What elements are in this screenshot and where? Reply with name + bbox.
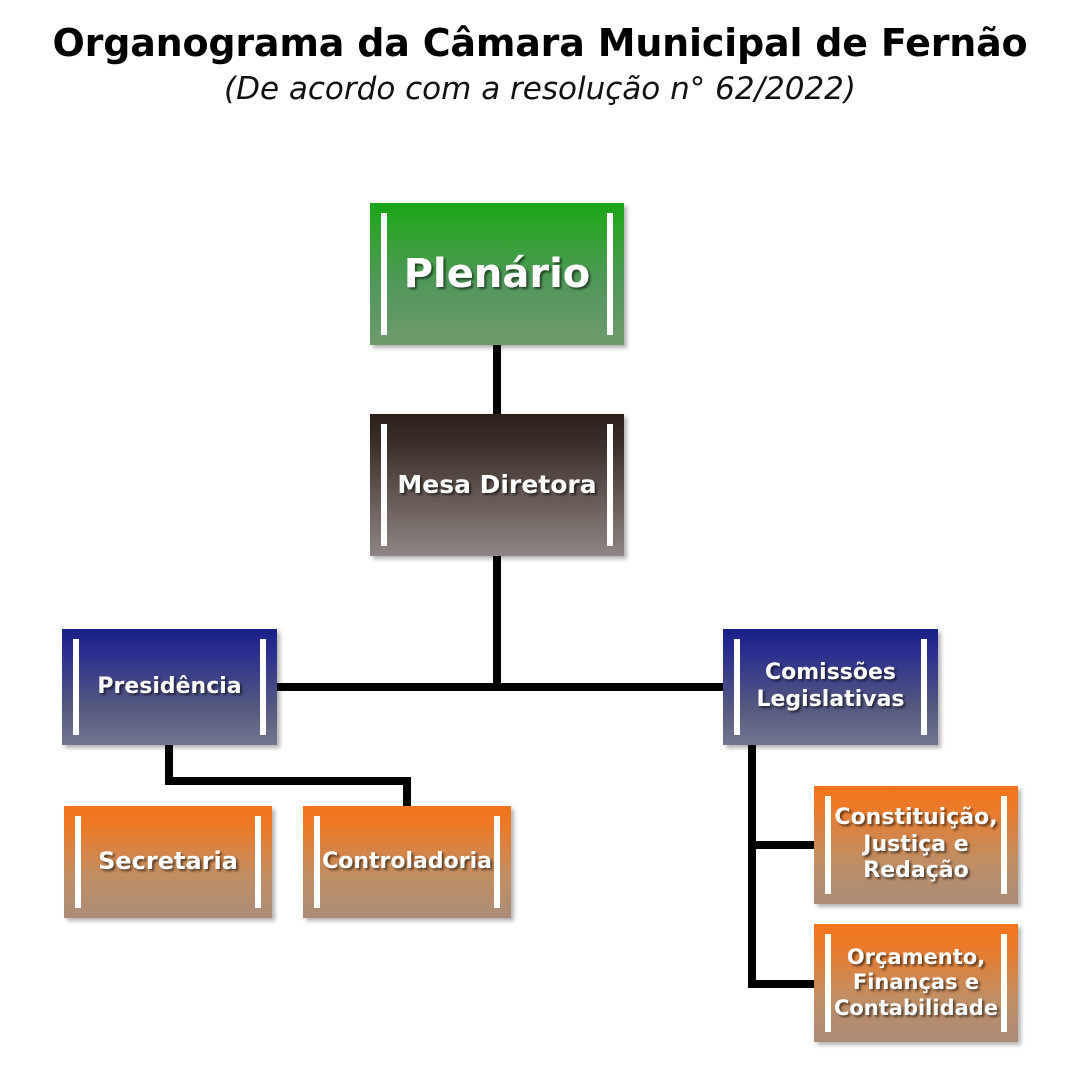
org-node-label: Secretaria: [98, 847, 238, 876]
org-node-mesa-diretora[interactable]: Mesa Diretora: [370, 414, 624, 556]
node-accent-bar-right: [1001, 934, 1007, 1032]
node-accent-bar-right: [255, 816, 261, 908]
connector-comissoes-trunk-down: [748, 745, 756, 988]
connector-branch-constituicao: [748, 841, 818, 849]
org-node-label: Comissões Legislativas: [756, 660, 905, 712]
node-accent-bar-right: [260, 639, 266, 735]
connector-mesa-trunk-down: [493, 556, 501, 688]
page-subtitle: (De acordo com a resolução n° 62/2022): [224, 70, 856, 107]
node-accent-bar-left: [75, 816, 81, 908]
connector-branch-orcamento: [748, 980, 818, 988]
org-node-orcamento-financas-contabilidade[interactable]: Orçamento, Finanças e Contabilidade: [814, 924, 1018, 1042]
org-node-label: Constituição, Justiça e Redação: [834, 804, 998, 884]
page-title: Organograma da Câmara Municipal de Fernã…: [52, 21, 1028, 65]
node-accent-bar-right: [921, 639, 927, 735]
connector-presidencia-branch-bar: [165, 777, 411, 785]
node-accent-bar-right: [607, 213, 613, 335]
node-accent-bar-left: [73, 639, 79, 735]
org-node-controladoria[interactable]: Controladoria: [303, 806, 511, 918]
node-accent-bar-left: [734, 639, 740, 735]
connector-controladoria-drop: [403, 777, 411, 807]
org-node-label: Controladoria: [322, 848, 492, 874]
node-accent-bar-left: [381, 424, 387, 546]
connector-plenario-to-mesa: [493, 345, 501, 415]
node-accent-bar-left: [825, 934, 831, 1032]
node-accent-bar-left: [825, 796, 831, 894]
org-node-secretaria[interactable]: Secretaria: [64, 806, 272, 918]
org-node-label: Orçamento, Finanças e Contabilidade: [833, 944, 999, 1020]
org-node-label: Presidência: [97, 673, 242, 699]
node-accent-bar-left: [314, 816, 320, 908]
node-accent-bar-right: [494, 816, 500, 908]
node-accent-bar-left: [381, 213, 387, 335]
node-accent-bar-right: [607, 424, 613, 546]
org-node-plenario[interactable]: Plenário: [370, 203, 624, 345]
connector-presidencia-drop: [165, 745, 173, 785]
node-accent-bar-right: [1001, 796, 1007, 894]
org-node-presidencia[interactable]: Presidência: [62, 629, 277, 745]
org-node-constituicao-justica-redacao[interactable]: Constituição, Justiça e Redação: [814, 786, 1018, 904]
org-node-label: Plenário: [403, 250, 591, 297]
connector-level2-horizontal-bar: [277, 683, 727, 691]
title-block: Organograma da Câmara Municipal de Fernã…: [0, 21, 1080, 107]
org-node-comissoes-legislativas[interactable]: Comissões Legislativas: [723, 629, 938, 745]
org-node-label: Mesa Diretora: [397, 469, 597, 499]
